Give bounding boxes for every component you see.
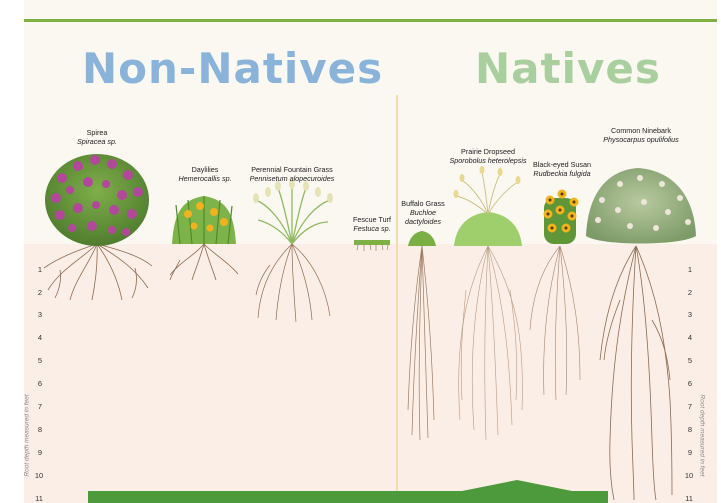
ninebark-plant <box>586 168 696 500</box>
prairie-dropseed-common-name: Prairie Dropseed <box>433 147 543 156</box>
ninebark-common-name: Common Ninebark <box>586 126 696 135</box>
label-buffalo-grass: Buffalo Grass Buchloe dactyloides <box>368 199 478 226</box>
buffalo-grass-scientific-name: Buchloe dactyloides <box>398 208 448 226</box>
depth-left-2: 2 <box>34 288 46 297</box>
depth-left-5: 5 <box>34 356 46 365</box>
depth-right-5: 5 <box>684 356 696 365</box>
buffalo-grass-plant <box>408 231 436 440</box>
depth-right-1: 1 <box>684 265 696 274</box>
daylilies-plant <box>170 196 238 280</box>
bottom-green-band <box>88 491 608 503</box>
depth-left-1: 1 <box>34 265 46 274</box>
depth-left-11: 11 <box>33 494 45 503</box>
ninebark-scientific-name: Physocarpus opulifolius <box>586 135 696 144</box>
depth-left-9: 9 <box>34 448 46 457</box>
spirea-plant <box>44 154 152 300</box>
label-black-eyed-susan: Black-eyed Susan Rudbeckia fulgida <box>507 160 617 178</box>
depth-caption-left: Root depth measured in feet <box>24 394 31 476</box>
depth-right-8: 8 <box>684 425 696 434</box>
depth-right-2: 2 <box>684 288 696 297</box>
depth-right-11: 11 <box>683 494 695 503</box>
depth-right-3: 3 <box>684 310 696 319</box>
depth-right-7: 7 <box>684 402 696 411</box>
spirea-common-name: Spirea <box>42 128 152 137</box>
depth-left-4: 4 <box>34 333 46 342</box>
buffalo-grass-common-name: Buffalo Grass <box>368 199 478 208</box>
fescue-plant <box>354 240 390 251</box>
black-eyed-susan-common-name: Black-eyed Susan <box>507 160 617 169</box>
spirea-roots <box>44 244 152 300</box>
depth-left-7: 7 <box>34 402 46 411</box>
depth-right-9: 9 <box>684 448 696 457</box>
black-eyed-susan-plant <box>530 190 580 401</box>
depth-right-10: 10 <box>683 471 695 480</box>
fountain-grass-common-name: Perennial Fountain Grass <box>237 165 347 174</box>
label-fountain-grass: Perennial Fountain Grass Pennisetum alop… <box>237 165 347 183</box>
depth-left-3: 3 <box>34 310 46 319</box>
depth-right-4: 4 <box>684 333 696 342</box>
fountain-grass-plant <box>253 179 333 322</box>
depth-left-6: 6 <box>34 379 46 388</box>
depth-right-6: 6 <box>684 379 696 388</box>
fountain-grass-scientific-name: Pennisetum alopecuroides <box>237 174 347 183</box>
depth-left-8: 8 <box>34 425 46 434</box>
spirea-scientific-name: Spiracea sp. <box>42 137 152 146</box>
label-spirea: Spirea Spiracea sp. <box>42 128 152 146</box>
depth-caption-right: Root depth measured in feet <box>699 394 706 476</box>
label-ninebark: Common Ninebark Physocarpus opulifolius <box>586 126 696 144</box>
depth-left-10: 10 <box>33 471 45 480</box>
black-eyed-susan-scientific-name: Rudbeckia fulgida <box>507 169 617 178</box>
